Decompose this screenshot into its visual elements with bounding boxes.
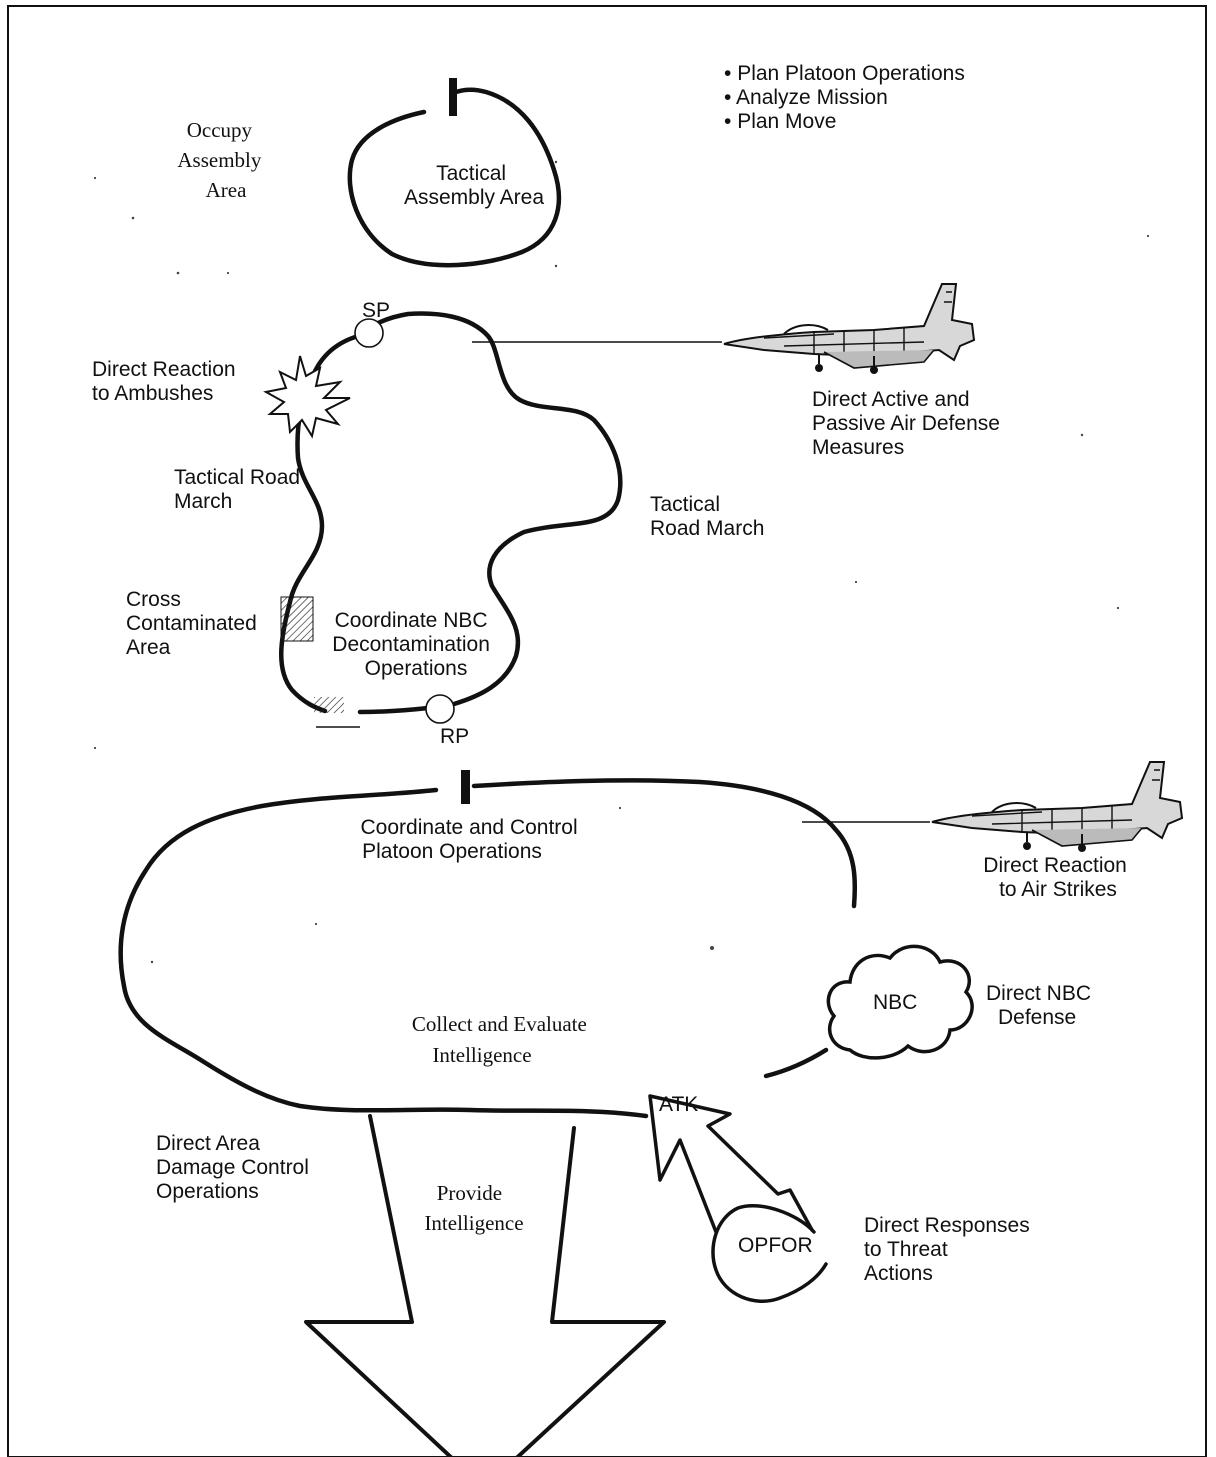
nbc-cloud [826, 944, 974, 1060]
bullet-item: • Analyze Mission [724, 86, 888, 109]
operations-area: Coordinate and Control Platoon Operation… [118, 761, 1183, 1457]
assembly-entry-marker [449, 78, 457, 116]
contamination-hatch-icon [314, 697, 344, 713]
start-point-marker [354, 318, 384, 348]
fighter-jet-icon [723, 283, 975, 375]
road-march-route [373, 311, 623, 707]
damage-control-label: Direct Area Damage Control Operations [156, 1132, 315, 1203]
provide-intelligence-label: Provide Intelligence [424, 1181, 523, 1235]
scan-speckles [93, 160, 1150, 964]
attack-arrow [648, 1094, 814, 1234]
road-march-route [357, 705, 431, 715]
coordinate-control-label: Coordinate and Control Platoon Operation… [361, 816, 584, 863]
ambush-label: Direct Reaction to Ambushes [92, 358, 241, 405]
sp-label: SP [362, 299, 390, 322]
task-bullet-list: • Plan Platoon Operations • Analyze Miss… [724, 62, 965, 133]
cross-contaminated-label: Cross Contaminated Area [126, 588, 263, 659]
fighter-jet-icon [931, 761, 1183, 853]
nbc-label: NBC [873, 991, 917, 1014]
air-strikes-label: Direct Reaction to Air Strikes [983, 854, 1132, 901]
road-march-left-label: Tactical Road March [174, 466, 306, 513]
operations-entry-marker [461, 770, 470, 804]
air-defense-label: Direct Active and Passive Air Defense Me… [812, 388, 1006, 459]
tactical-road-march-loop: SP RP Direct Reaction to Ambushes Tactic… [92, 299, 764, 748]
nbc-defense-label: Direct NBC Defense [986, 982, 1097, 1029]
tactical-assembly-area: Occupy Assembly Area Tactical Assembly A… [177, 78, 562, 268]
explosion-icon [263, 355, 351, 439]
operations-area-boundary [471, 778, 858, 909]
threat-actions-label: Direct Responses to Threat Actions [864, 1214, 1036, 1285]
atk-label: ATK [659, 1093, 698, 1116]
collect-evaluate-label: Collect and Evaluate Intelligence [412, 1012, 592, 1067]
assembly-area-boundary [347, 87, 562, 268]
operations-area-boundary [118, 787, 649, 1119]
opfor-boundary [711, 1203, 828, 1303]
assembly-area-label: Tactical Assembly Area [404, 162, 544, 209]
page-border [7, 5, 1207, 1457]
release-point-marker [425, 694, 455, 724]
occupy-assembly-label: Occupy Assembly Area [177, 118, 266, 202]
air-defense-group: Direct Active and Passive Air Defense Me… [472, 283, 1006, 459]
opfor-label: OPFOR [738, 1234, 813, 1257]
rp-label: RP [440, 725, 469, 748]
operations-area-boundary [763, 1047, 829, 1079]
bullet-item: • Plan Move [724, 110, 836, 133]
decon-label: Coordinate NBC Decontamination Operation… [332, 609, 495, 680]
contamination-hatch-icon [280, 596, 314, 642]
road-march-right-label: Tactical Road March [650, 493, 764, 540]
provide-intelligence-arrow [304, 1114, 666, 1457]
bullet-item: • Plan Platoon Operations [724, 62, 965, 85]
